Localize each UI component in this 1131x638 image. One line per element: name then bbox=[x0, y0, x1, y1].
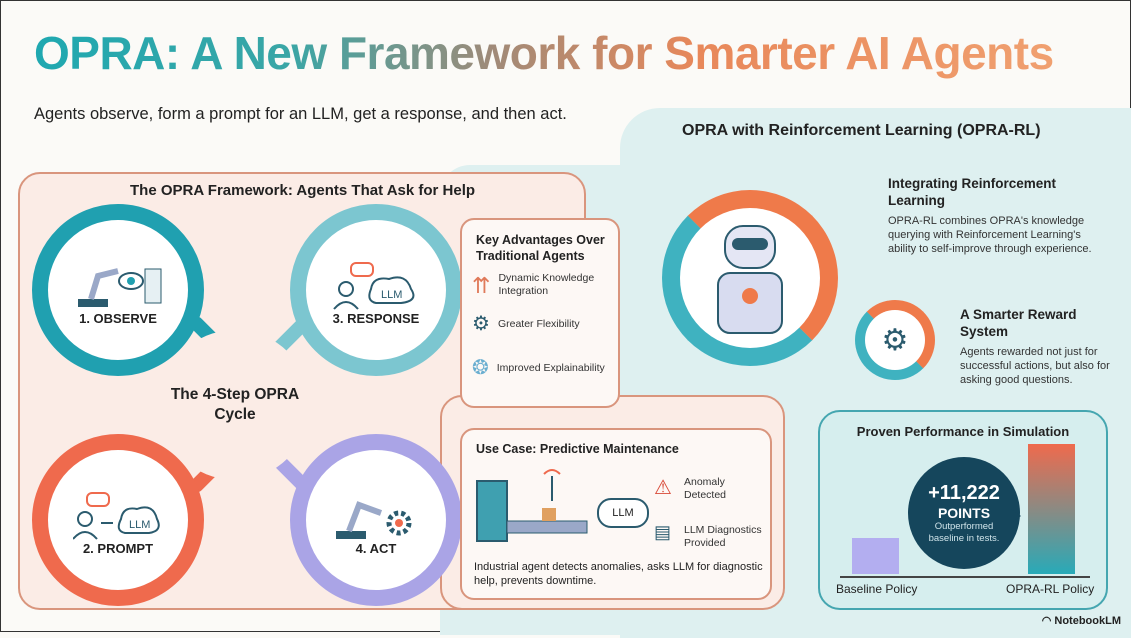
llm-chat-icon: LLM bbox=[333, 262, 415, 310]
step-label: 2. PROMPT bbox=[82, 541, 154, 556]
improvement-bubble: +11,222 POINTS Outperformed baseline in … bbox=[908, 457, 1021, 569]
step-response: LLM 3. RESPONSE bbox=[290, 204, 462, 376]
diagnostics-document-icon: ▤ bbox=[654, 522, 672, 542]
bar-opra-rl bbox=[1028, 444, 1075, 574]
x-tick-label: OPRA-RL Policy bbox=[1006, 582, 1095, 596]
robot-icon bbox=[717, 225, 783, 334]
reward-body: Agents rewarded not just for successful … bbox=[960, 346, 1110, 386]
advantage-item: ⚙Greater Flexibility bbox=[472, 313, 580, 335]
advantages-title: Key Advantages Over Traditional Agents bbox=[476, 233, 605, 263]
llm-cloud: LLM bbox=[597, 498, 649, 528]
brain-icon: ❂ bbox=[472, 357, 489, 379]
step-label: 4. ACT bbox=[355, 541, 397, 556]
reward-title: A Smarter Reward System bbox=[960, 307, 1077, 339]
use-case-card: Use Case: Predictive Maintenance LLM ⚠ A… bbox=[460, 428, 772, 600]
robot-arm-eye-icon bbox=[78, 268, 162, 307]
page-title: OPRA: A New Framework for Smarter AI Age… bbox=[34, 27, 1054, 79]
factory-machine-icon bbox=[476, 469, 588, 542]
rl-title: OPRA with Reinforcement Learning (OPRA-R… bbox=[682, 122, 1041, 139]
chart-title: Proven Performance in Simulation bbox=[856, 424, 1070, 439]
anomaly-label: Anomaly Detected bbox=[684, 476, 727, 501]
x-tick-label: Baseline Policy bbox=[836, 582, 918, 596]
performance-chart: Proven Performance in Simulation Baselin… bbox=[818, 410, 1108, 610]
framework-title: The OPRA Framework: Agents That Ask for … bbox=[130, 182, 476, 199]
user-llm-icon: LLM bbox=[73, 492, 160, 540]
bar-baseline bbox=[852, 537, 899, 574]
integrating-body: OPRA-RL combines OPRA's knowledge queryi… bbox=[888, 215, 1092, 255]
use-case-description: Industrial agent detects anomalies, asks… bbox=[474, 561, 763, 587]
step-prompt: LLM 2. PROMPT bbox=[32, 434, 204, 606]
llm-badge: LLM bbox=[129, 519, 150, 531]
subtitle: Agents observe, form a prompt for an LLM… bbox=[34, 105, 567, 123]
advantage-item: ⇈Dynamic Knowledge Integration bbox=[472, 272, 595, 298]
advantage-item: ❂Improved Explainability bbox=[472, 357, 605, 379]
robot-arm-gear-icon bbox=[336, 501, 412, 539]
step-label: 3. RESPONSE bbox=[332, 311, 420, 326]
rl-robot-ring bbox=[662, 190, 838, 366]
notebooklm-icon: ◠ bbox=[1041, 615, 1055, 627]
gear-star-icon: ⚙ bbox=[881, 323, 909, 357]
branching-arrows-icon: ⇈ bbox=[472, 272, 491, 298]
step-label: 1. OBSERVE bbox=[79, 311, 157, 326]
integrating-title: Integrating Reinforcement Learning bbox=[888, 176, 1057, 208]
reward-ring: ⚙ bbox=[855, 300, 935, 380]
advantages-card: Key Advantages Over Traditional Agents ⇈… bbox=[460, 218, 620, 408]
x-axis bbox=[840, 576, 1090, 578]
improvement-text: Outperformed baseline in tests. bbox=[928, 520, 1000, 544]
improvement-unit: POINTS bbox=[937, 504, 991, 521]
cycle-center-label: The 4-Step OPRA Cycle bbox=[160, 330, 310, 480]
notebooklm-logo: ◠ NotebookLM bbox=[1041, 615, 1121, 627]
step-act: 4. ACT bbox=[290, 434, 462, 606]
llm-badge: LLM bbox=[381, 289, 402, 301]
use-case-title: Use Case: Predictive Maintenance bbox=[476, 442, 679, 456]
step-observe: 1. OBSERVE bbox=[32, 204, 204, 376]
warning-icon: ⚠ bbox=[654, 477, 672, 499]
robot-icon: ⚙ bbox=[472, 313, 490, 335]
improvement-value: +11,222 bbox=[928, 481, 1000, 504]
diagnostics-label: LLM Diagnostics Provided bbox=[684, 524, 762, 549]
